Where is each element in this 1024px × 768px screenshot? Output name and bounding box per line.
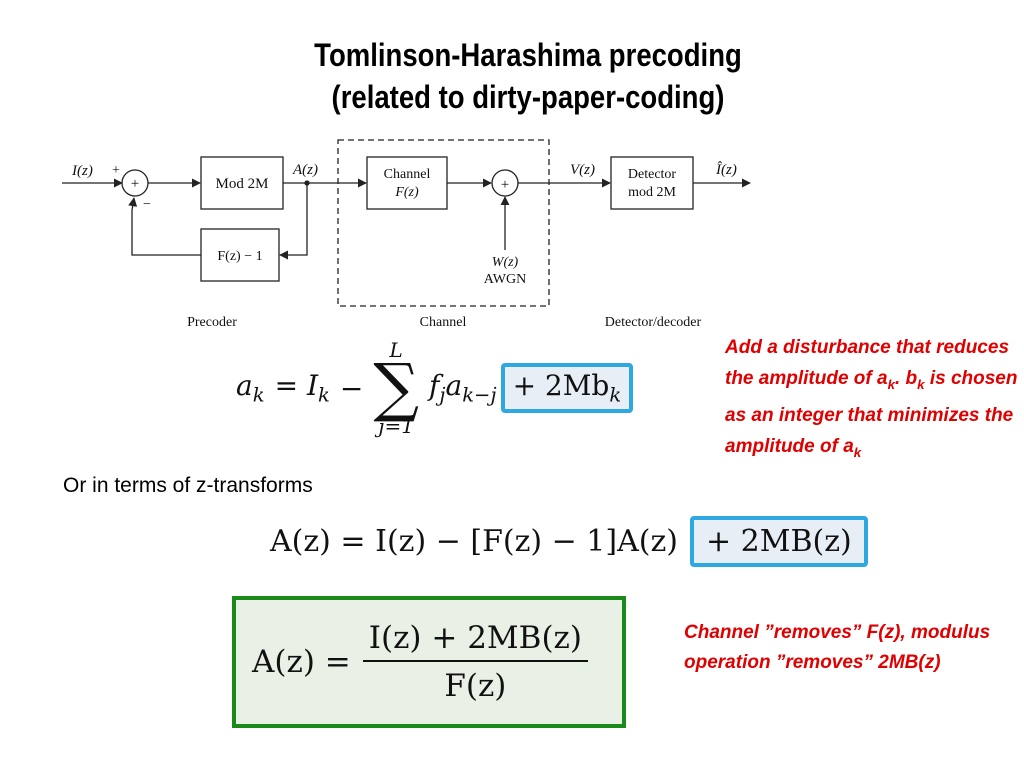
solution-equation-box: A(z) = I(z) + 2MB(z) F(z)	[232, 596, 626, 728]
plus-sign: +	[112, 163, 120, 178]
mod-block-label: Mod 2M	[216, 176, 269, 192]
section-channel: Channel	[420, 315, 467, 330]
eq1-akj: ak−j	[445, 369, 497, 407]
detector-block-line-2: mod 2M	[628, 185, 676, 200]
eq1-sum: L ∑ j=1	[373, 338, 420, 438]
eq1-lhs: ak	[236, 369, 265, 407]
eq2-body: A(z) = I(z) − [F(z) − 1]A(z)	[270, 523, 678, 559]
z-transform-equation: A(z) = I(z) − [F(z) − 1]A(z) + 2MB(z)	[270, 508, 868, 574]
section-precoder: Precoder	[187, 315, 237, 330]
channel-note: Channel ”removes” F(z), modulus operatio…	[684, 622, 991, 673]
eq1-minus: −	[339, 371, 364, 405]
eq3-numerator: I(z) + 2MB(z)	[368, 620, 582, 656]
eq3-lhs: A(z) =	[252, 644, 351, 680]
eq3-denominator: F(z)	[444, 668, 507, 704]
eq3-fraction: I(z) + 2MB(z) F(z)	[362, 620, 588, 704]
minus-sign: −	[143, 197, 151, 212]
section-detector: Detector/decoder	[605, 315, 702, 330]
detector-block-line-1: Detector	[628, 167, 677, 182]
summer-1-symbol: +	[131, 176, 139, 192]
eq1-disturbance-box: + 2Mbk	[500, 363, 634, 413]
feedback-block-label: F(z) − 1	[217, 249, 262, 264]
noise-label-line-2: AWGN	[484, 272, 526, 287]
signal-v-label: V(z)	[570, 162, 595, 178]
channel-block-line-2: F(z)	[394, 185, 419, 200]
eq2-disturbance-box: + 2MB(z)	[689, 515, 868, 567]
summer-2-symbol: +	[501, 177, 509, 193]
title-line-1: Tomlinson-Harashima precoding	[314, 37, 742, 73]
signal-a-label: A(z)	[292, 162, 318, 178]
noise-label-line-1: W(z)	[492, 255, 519, 270]
channel-block-line-1: Channel	[384, 167, 431, 182]
title-line-2: (related to dirty-paper-coding)	[331, 79, 725, 115]
fraction-bar	[362, 660, 588, 662]
output-label: Î(z)	[715, 161, 737, 178]
eq1-fj: fj	[429, 369, 446, 407]
z-transform-caption: Or in terms of z-transforms	[63, 474, 313, 497]
disturbance-note: Add a disturbance that reduces the ampli…	[725, 337, 1018, 460]
recursion-equation: ak = Ik − L ∑ j=1 fj ak−j + 2Mbk	[236, 333, 634, 443]
slide-title: Tomlinson-Harashima precoding (related t…	[74, 34, 982, 118]
input-label: I(z)	[71, 163, 93, 179]
eq1-ik: = Ik	[274, 369, 330, 407]
block-diagram: I(z) + − + Mod 2M F(z) − 1 A(z) Channel …	[62, 139, 751, 330]
